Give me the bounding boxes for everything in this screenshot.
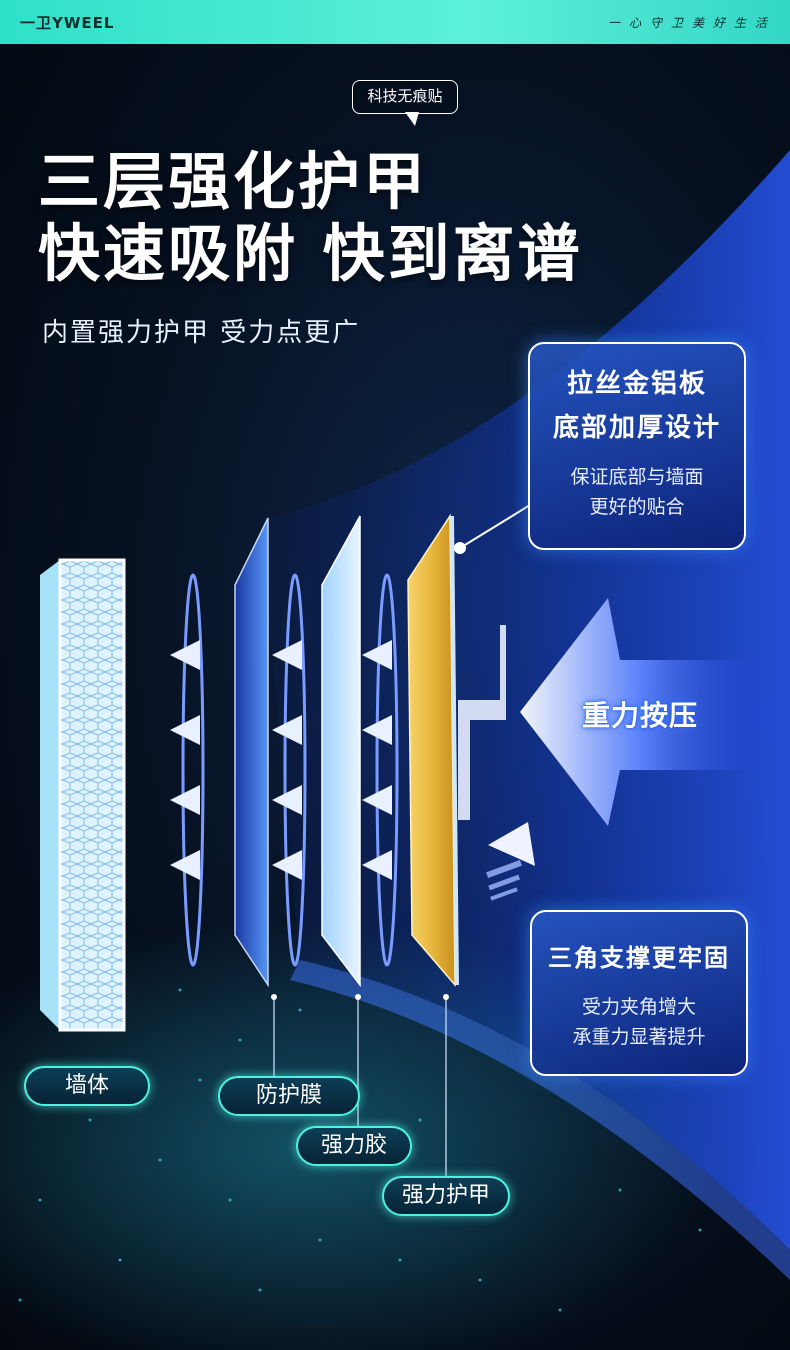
label-strong-armor: 强力护甲 <box>382 1176 510 1216</box>
callout-body: 更好的贴合 <box>589 496 685 518</box>
callout-body: 承重力显著提升 <box>572 1026 706 1048</box>
feature-tag: 科技无痕贴 <box>352 80 458 114</box>
label-wall: 墙体 <box>24 1066 150 1106</box>
brand-slogan: 一心守卫美好生活 <box>607 16 776 30</box>
callout-title: 底部加厚设计 <box>552 413 721 443</box>
subheadline: 内置强力护甲 受力点更广 <box>42 318 361 348</box>
label-strong-glue: 强力胶 <box>296 1126 412 1166</box>
headline-line-2: 快速吸附 快到离谱 <box>38 217 583 290</box>
callout-body: 保证底部与墙面 <box>570 466 704 488</box>
brand-logo: 一卫YWEEL <box>20 14 115 32</box>
callout-title: 拉丝金铝板 <box>566 369 707 399</box>
callout-triangle-support: 三角支撑更牢固 受力夹角增大 承重力显著提升 <box>530 910 748 1076</box>
gravity-press-label: 重力按压 <box>582 699 699 732</box>
label-protective-film: 防护膜 <box>218 1076 360 1116</box>
headline: 三层强化护甲 快速吸附 快到离谱 <box>38 146 583 290</box>
top-banner: 一卫YWEEL 一心守卫美好生活 <box>0 0 790 44</box>
callout-body: 受力夹角增大 <box>581 996 696 1018</box>
tag-pointer <box>405 112 419 126</box>
callout-title: 三角支撑更牢固 <box>548 944 730 972</box>
headline-line-1: 三层强化护甲 <box>38 145 429 218</box>
callout-aluminum-plate: 拉丝金铝板 底部加厚设计 保证底部与墙面 更好的贴合 <box>528 342 746 550</box>
